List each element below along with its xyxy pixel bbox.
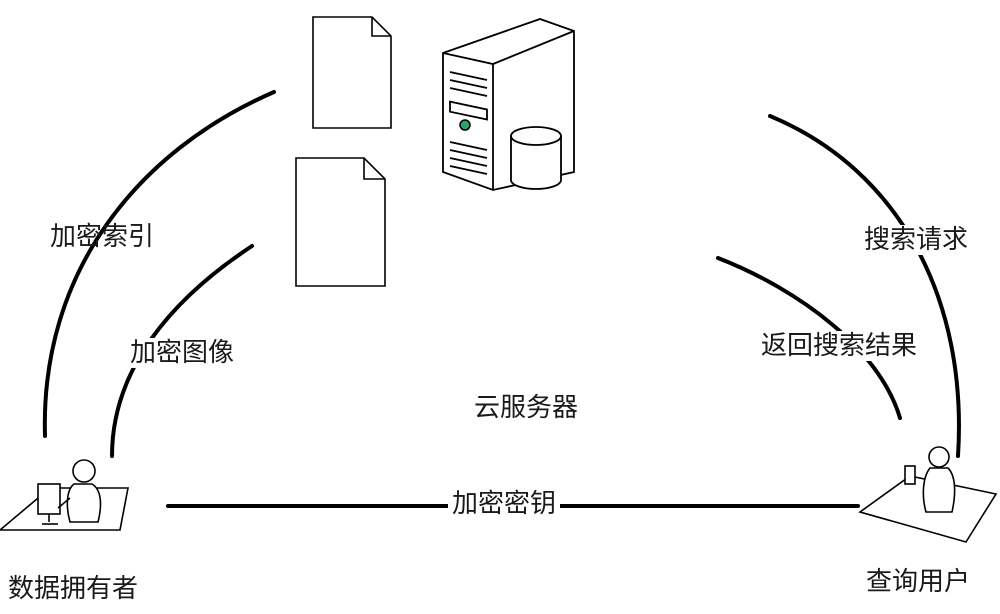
encryption-key-label: 加密密钥 (448, 489, 561, 519)
data-owner-label: 数据拥有者 (8, 574, 139, 604)
return-results-arc (716, 256, 902, 420)
encrypted-image-label: 加密图像 (126, 338, 239, 368)
search-request-label: 搜索请求 (860, 225, 973, 255)
document-icon (295, 157, 386, 287)
person-at-desk-icon (858, 446, 998, 543)
encrypted-index-label: 加密索引 (50, 222, 155, 252)
search-request-arc (768, 114, 961, 458)
server-led-icon (459, 119, 471, 131)
query-user-label: 查询用户 (866, 567, 971, 597)
encrypted-index-arc (42, 90, 276, 438)
person-at-computer-icon (0, 459, 129, 531)
cloud-server-label: 云服务器 (474, 393, 579, 423)
database-icon (510, 126, 562, 190)
document-icon (312, 16, 392, 129)
return-results-label: 返回搜索结果 (757, 331, 922, 361)
